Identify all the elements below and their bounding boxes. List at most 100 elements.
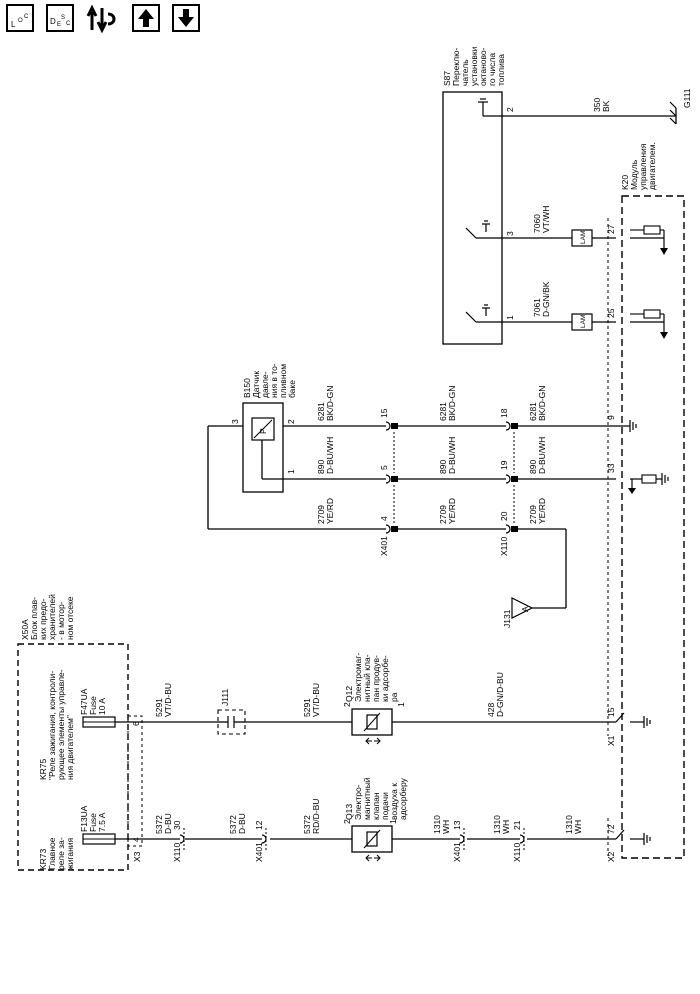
pin-q13-1-right: 1 (388, 819, 398, 824)
kr75-label: KR75 "Реле зажигания, контроли- рующее э… (38, 669, 75, 780)
svg-text:7061: 7061 (532, 298, 542, 317)
svg-text:D-BU/WH: D-BU/WH (325, 437, 335, 474)
arrow-up-icon (138, 9, 154, 27)
lam-label-1: LAM (580, 231, 587, 244)
pin-x110-19: 19 (499, 460, 509, 470)
pin-x401-5: 5 (379, 465, 389, 470)
desc-letter-c: C (66, 21, 71, 27)
svg-text:1310: 1310 (432, 815, 442, 834)
svg-text:пан продув-: пан продув- (371, 655, 381, 702)
pin-x3-6: 6 (131, 721, 141, 726)
q12-solenoid (351, 708, 393, 745)
svg-text:адсорберу: адсорберу (398, 777, 408, 820)
svg-text:ких предо-: ких предо- (38, 598, 48, 640)
loc-letter-o: O (18, 18, 23, 24)
connector-x110-column (505, 421, 518, 534)
x401-label-2: X401 (452, 842, 462, 862)
svg-text:чатель: чатель (460, 59, 470, 86)
svg-text:жигания: жигания (65, 837, 75, 870)
j111-label: J111 (220, 689, 230, 706)
svg-text:D-BU: D-BU (163, 813, 173, 834)
svg-text:реле за-: реле за- (56, 837, 66, 870)
next-page-button[interactable] (172, 4, 200, 32)
svg-text:2709: 2709 (316, 505, 326, 524)
circuit-6281 (283, 420, 637, 432)
svg-text:пливном: пливном (278, 364, 288, 398)
connector-swap-button[interactable] (86, 4, 120, 34)
circuit-890 (261, 440, 669, 494)
q13-label: Q13 Электро- магнитный клапан подачи воз… (344, 777, 408, 820)
x110-label-1: X110 (172, 843, 182, 862)
g111-label: G111 (682, 88, 692, 108)
svg-text:S87: S87 (442, 71, 452, 86)
j131-letter: A (520, 606, 530, 612)
desc-letter-e: E (57, 22, 61, 28)
svg-text:Q12: Q12 (344, 686, 354, 702)
svg-text:VT/WH: VT/WH (541, 206, 551, 233)
x2-label: X2 (606, 851, 616, 862)
circuit-2709 (207, 425, 566, 530)
description-view-button[interactable]: D E S C (46, 4, 74, 32)
f13ua-fuse (82, 833, 116, 845)
svg-text:- в мотор-: - в мотор- (56, 601, 66, 640)
svg-text:D-BU/WH: D-BU/WH (447, 437, 457, 474)
f47ua-label: F47UA Fuse 10 A (79, 688, 107, 715)
pin-x110-21: 21 (512, 820, 522, 830)
location-view-button[interactable]: L O C (6, 4, 34, 32)
svg-text:5372: 5372 (302, 815, 312, 834)
f47ua-fuse (82, 716, 116, 728)
svg-text:KR73: KR73 (38, 848, 48, 870)
svg-text:BK/D-GN: BK/D-GN (325, 386, 335, 421)
x1-label: X1 (606, 735, 616, 746)
svg-text:YE/RD: YE/RD (537, 498, 547, 524)
f13ua-label: F13UA Fuse 7.5 A (79, 805, 107, 832)
pin-b150-2: 2 (286, 419, 296, 424)
pin-k20-25: 25 (606, 308, 616, 318)
svg-text:X50A: X50A (20, 619, 30, 640)
arrow-down-icon (178, 9, 194, 27)
svg-text:управления: управления (638, 143, 648, 190)
svg-text:BK/D-GN: BK/D-GN (537, 386, 547, 421)
j131-label: J131 (502, 609, 512, 628)
x50a-label: X50A Блок плав- ких предо- хранителей - … (20, 594, 75, 640)
svg-text:WH: WH (501, 820, 511, 834)
svg-text:VT/D-BU: VT/D-BU (163, 683, 173, 717)
x401-label-3: X401 (379, 536, 389, 556)
svg-text:350: 350 (592, 98, 602, 112)
svg-text:10 A: 10 A (97, 698, 107, 715)
svg-text:Fuse: Fuse (88, 813, 98, 832)
svg-text:VT/D-BU: VT/D-BU (311, 683, 321, 717)
svg-text:октаново-: октаново- (478, 47, 488, 86)
circuit-7060-7061 (502, 225, 668, 339)
svg-text:RD/D-BU: RD/D-BU (311, 799, 321, 834)
svg-text:F47UA: F47UA (79, 688, 89, 715)
pin-q12-1: 1 (396, 702, 406, 707)
pin-s87-2: 2 (505, 107, 515, 112)
kr73-label: KR73 Главное реле за- жигания (38, 837, 75, 870)
previous-page-button[interactable] (132, 4, 160, 32)
svg-text:D-GN/BK: D-GN/BK (541, 281, 551, 317)
pin-x110-18: 18 (499, 408, 509, 418)
b150-sensor (242, 402, 284, 493)
svg-text:BK: BK (601, 100, 611, 112)
pin-s87-1: 1 (505, 315, 515, 320)
svg-text:BK/D-GN: BK/D-GN (447, 386, 457, 421)
lam-label-2: LAM (580, 315, 587, 328)
svg-text:7.5 A: 7.5 A (97, 812, 107, 832)
svg-text:428: 428 (486, 703, 496, 717)
svg-text:2709: 2709 (528, 505, 538, 524)
